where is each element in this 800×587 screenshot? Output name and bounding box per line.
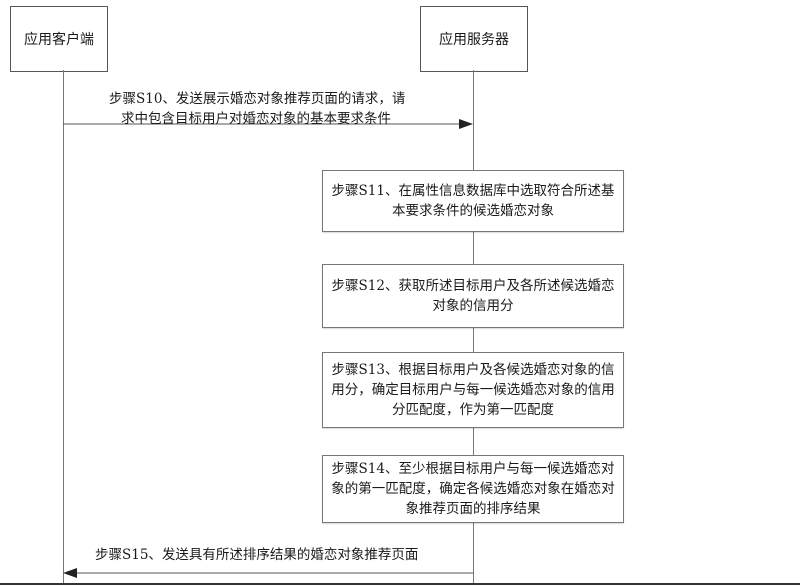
step-s11-box: 步骤S11、在属性信息数据库中选取符合所述基本要求条件的候选婚恋对象 xyxy=(322,170,624,232)
step-s13-box: 步骤S13、根据目标用户及各候选婚恋对象的信用分，确定目标用户与每一候选婚恋对象… xyxy=(322,352,624,428)
step-s11-text: 步骤S11、在属性信息数据库中选取符合所述基本要求条件的候选婚恋对象 xyxy=(331,183,615,219)
step-s14-text: 步骤S14、至少根据目标用户与每一候选婚恋对象的第一匹配度，确定各候选婚恋对象在… xyxy=(331,461,615,517)
arrow-s10-head xyxy=(459,119,473,129)
actor-app-client-label: 应用客户端 xyxy=(24,32,94,48)
step-s13-text: 步骤S13、根据目标用户及各候选婚恋对象的信用分，确定目标用户与每一候选婚恋对象… xyxy=(331,362,615,418)
message-s10-line2: 求中包含目标用户对婚恋对象的基本要求条件 xyxy=(121,111,391,127)
step-s12-box: 步骤S12、获取所述目标用户及各所述候选婚恋对象的信用分 xyxy=(322,264,624,328)
message-s10-line1: 步骤S10、发送展示婚恋对象推荐页面的请求，请 xyxy=(109,91,406,107)
client-lifeline xyxy=(63,70,64,583)
actor-app-server-label: 应用服务器 xyxy=(439,32,509,48)
actor-app-server: 应用服务器 xyxy=(420,6,528,72)
actor-app-client: 应用客户端 xyxy=(10,6,108,72)
message-s15: 步骤S15、发送具有所述排序结果的婚恋对象推荐页面 xyxy=(95,545,455,565)
step-s14-box: 步骤S14、至少根据目标用户与每一候选婚恋对象的第一匹配度，确定各候选婚恋对象在… xyxy=(322,455,624,523)
bottom-border xyxy=(0,583,800,585)
message-s15-text: 步骤S15、发送具有所述排序结果的婚恋对象推荐页面 xyxy=(95,547,419,563)
arrow-s15-head xyxy=(63,568,77,578)
step-s12-text: 步骤S12、获取所述目标用户及各所述候选婚恋对象的信用分 xyxy=(331,278,615,314)
message-s10: 步骤S10、发送展示婚恋对象推荐页面的请求，请 求中包含目标用户对婚恋对象的基本… xyxy=(109,89,449,129)
